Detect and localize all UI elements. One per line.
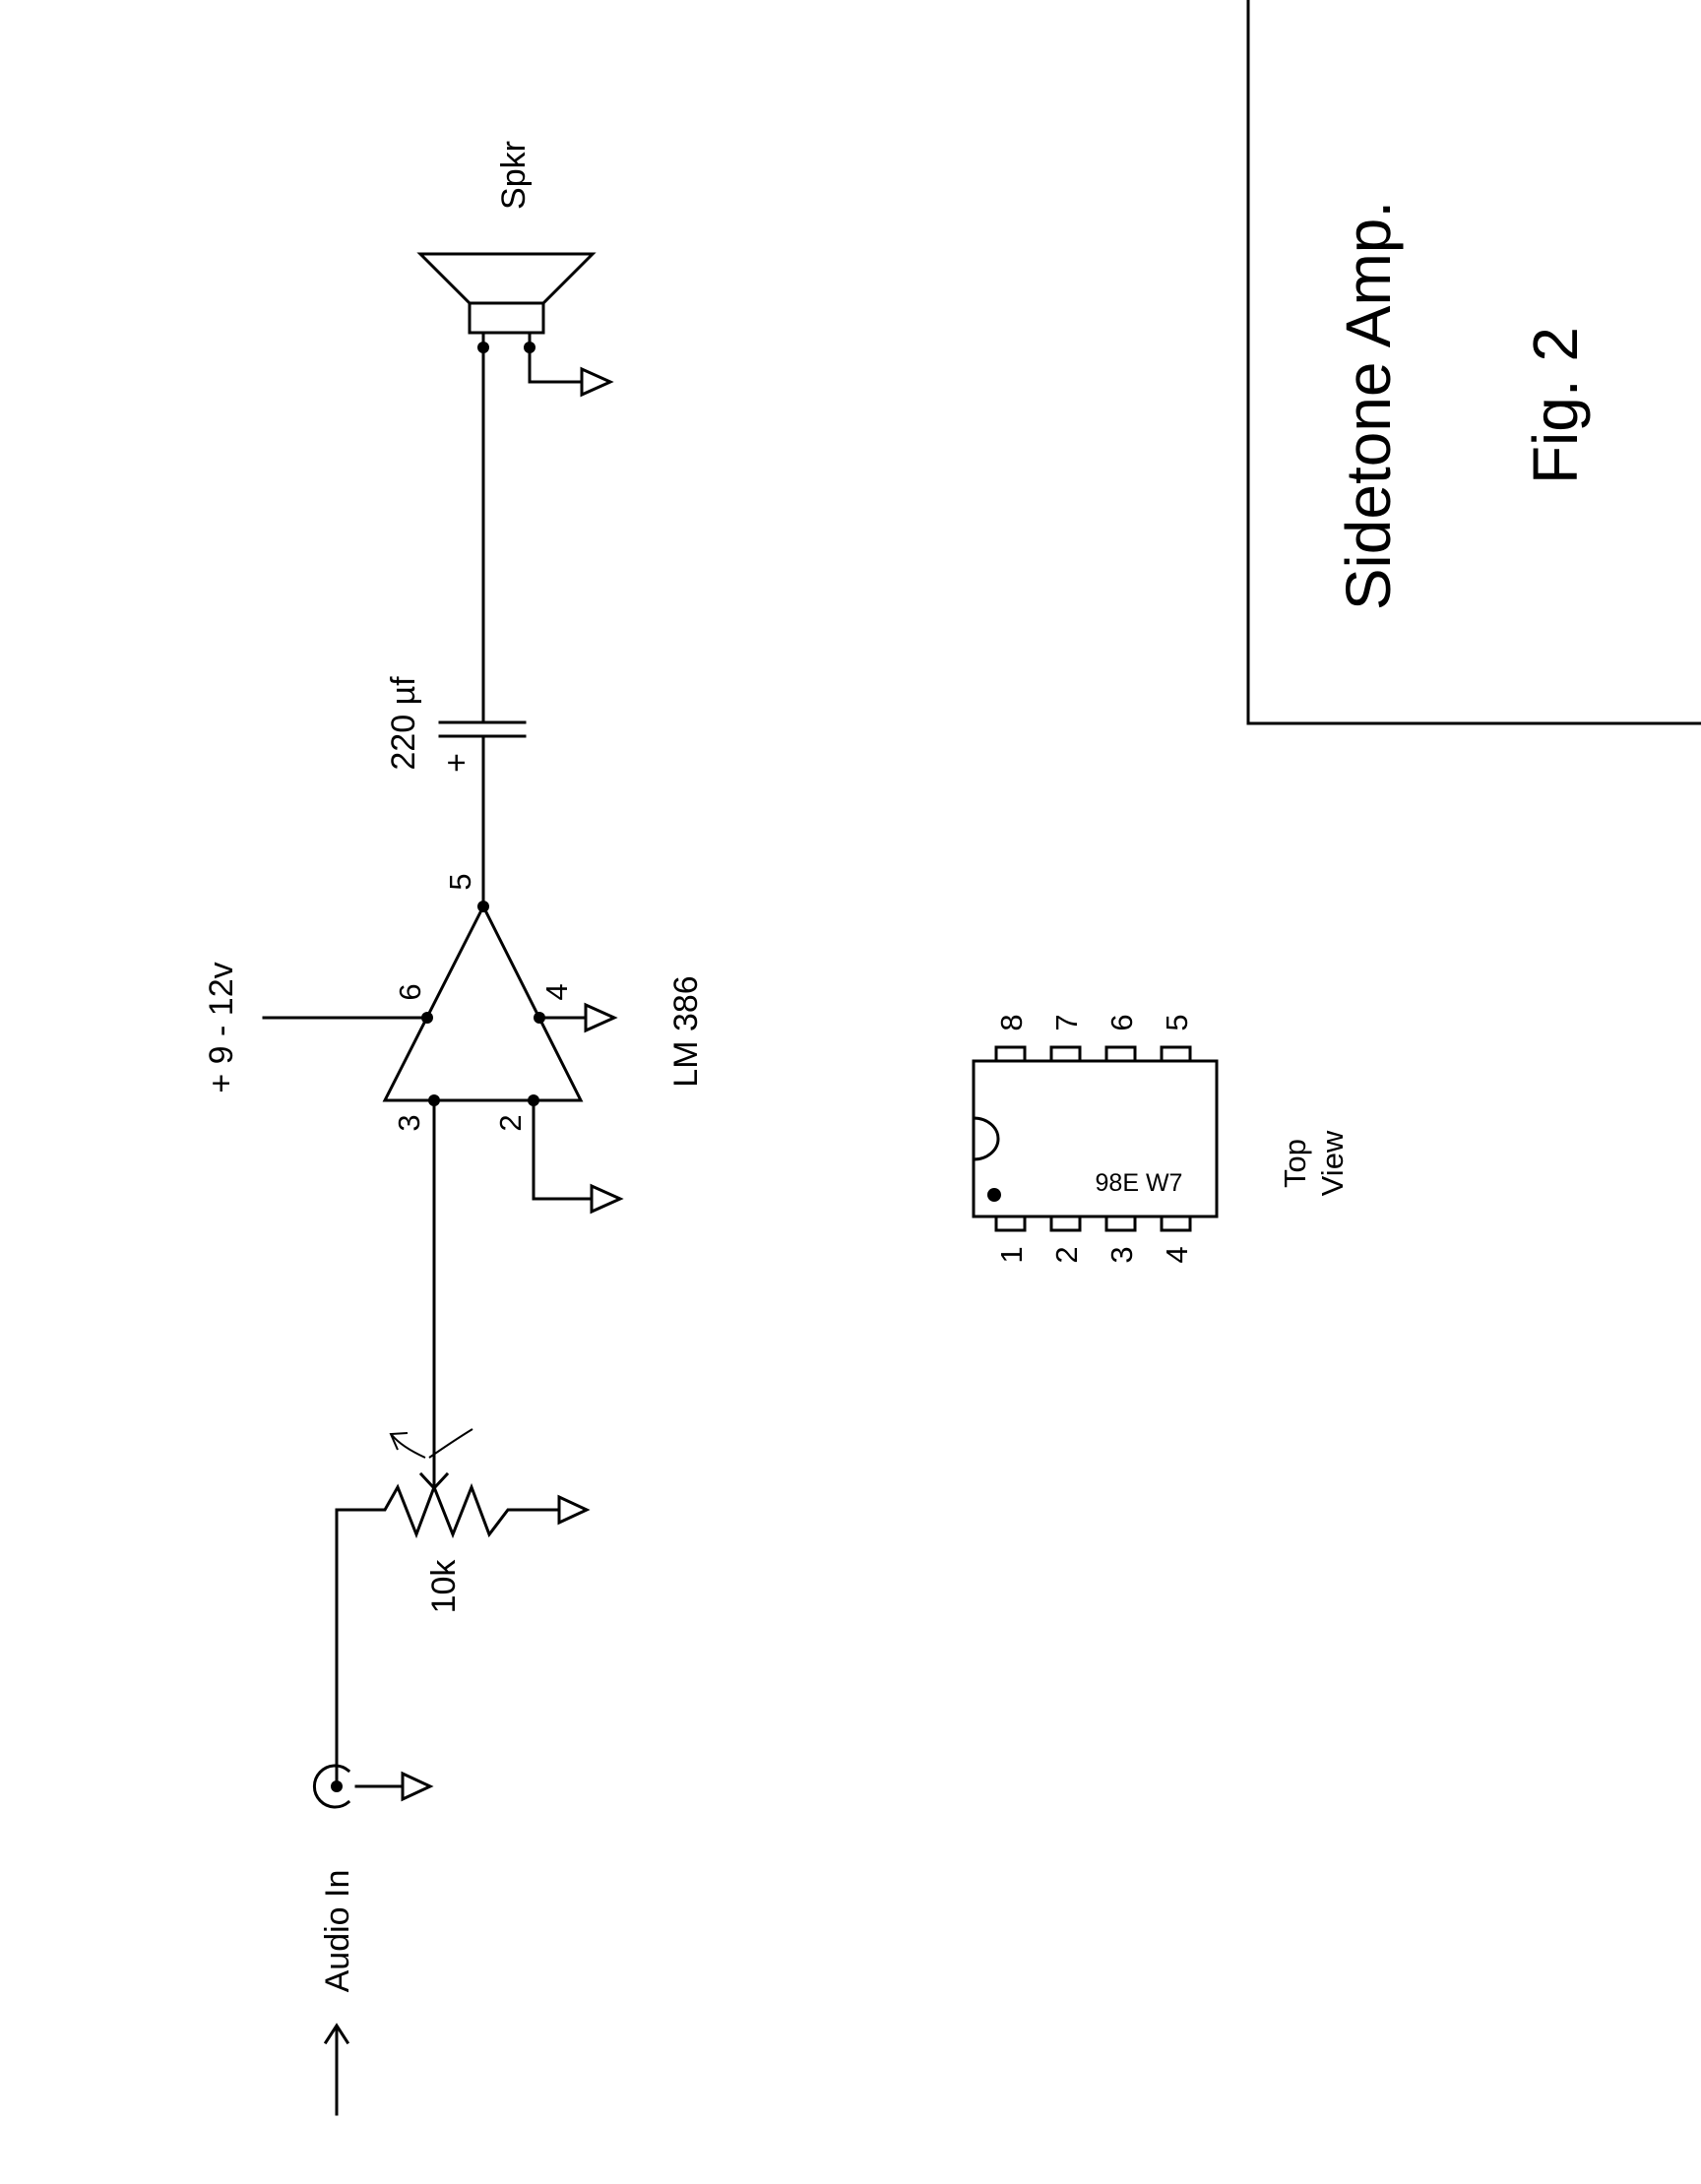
adjust-arrow xyxy=(389,1432,409,1451)
potentiometer-10k: 10k xyxy=(335,1098,591,1614)
resistor-zigzag xyxy=(335,1482,561,1539)
ic-pin-label: 1 xyxy=(994,1246,1029,1263)
potentiometer-value-label: 10k xyxy=(425,1559,463,1614)
pin-2-label: 2 xyxy=(493,1114,528,1131)
speaker-cone xyxy=(416,252,597,305)
ic-pin-label: 3 xyxy=(1104,1246,1139,1263)
ic-pin-label: 5 xyxy=(1160,1014,1194,1030)
amplifier-part-label: LM 386 xyxy=(667,975,705,1087)
pin-5-label: 5 xyxy=(443,873,477,890)
top-view-label: Top xyxy=(1278,1139,1312,1188)
supply-input: + 9 - 12v xyxy=(203,962,429,1093)
ic-pin-label: 7 xyxy=(1049,1014,1084,1030)
speaker-magnet xyxy=(468,301,545,335)
speaker: Spkr xyxy=(416,141,597,353)
output-coupling: 220 µf + xyxy=(385,345,527,908)
input-arrow-head xyxy=(323,2023,350,2045)
capacitor-value-label: 220 µf xyxy=(385,676,422,771)
ground-symbol-jack xyxy=(401,1771,434,1802)
ic-pin-label: 8 xyxy=(994,1014,1029,1030)
ground-symbol-pin2 xyxy=(532,1098,624,1215)
pin-4-label: 4 xyxy=(539,983,574,1000)
ic-pin1-marker xyxy=(987,1188,1001,1202)
ground-symbol-speaker xyxy=(528,345,614,398)
title-text: Sidetone Amp. xyxy=(1333,201,1404,610)
jack-tip xyxy=(331,1780,343,1792)
top-view-label: View xyxy=(1315,1130,1350,1196)
ic-package-dip8: 98E W7 8 7 6 5 1 2 3 4 Top View xyxy=(972,1014,1350,1264)
amplifier-lm386: 5 6 4 3 2 LM 386 xyxy=(382,873,705,1132)
pin-5-node xyxy=(477,901,489,912)
ic-notch xyxy=(972,1116,1000,1161)
ic-marking: 98E W7 xyxy=(1096,1169,1183,1197)
audio-input-jack: Audio In xyxy=(312,1508,434,2116)
audio-in-label: Audio In xyxy=(319,1870,356,1993)
ic-pin-label: 2 xyxy=(1049,1246,1084,1263)
capacitor-polarity-label: + xyxy=(438,753,475,773)
ic-body xyxy=(972,1059,1219,1218)
ground-symbol-pin4 xyxy=(537,1002,618,1033)
ic-pin-label: 4 xyxy=(1160,1246,1194,1263)
ground-symbol-pot xyxy=(557,1494,591,1526)
title-block-border xyxy=(1246,0,1701,725)
title-block: Sidetone Amp. Fig. 2 xyxy=(1246,0,1701,725)
adjust-arc xyxy=(428,1428,473,1459)
figure-number: Fig. 2 xyxy=(1520,327,1591,484)
supply-voltage-label: + 9 - 12v xyxy=(203,962,240,1092)
pin-3-label: 3 xyxy=(392,1114,426,1131)
adjust-arc-left xyxy=(391,1434,426,1459)
jack-sleeve xyxy=(312,1764,351,1809)
speaker-label: Spkr xyxy=(495,141,533,210)
ic-pin-label: 6 xyxy=(1104,1014,1139,1030)
amplifier-triangle xyxy=(382,903,584,1102)
pin-6-label: 6 xyxy=(393,983,427,1000)
